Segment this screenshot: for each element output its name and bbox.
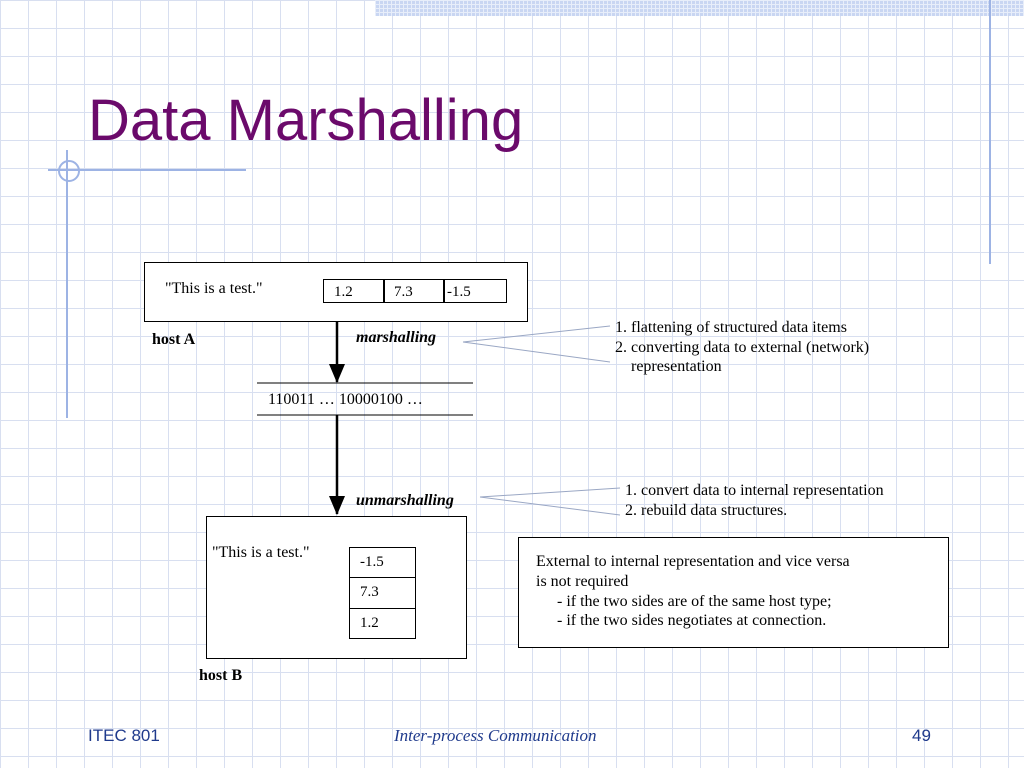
marshalling-note-2: 2. converting data to external (network) (615, 339, 870, 356)
top-decorative-band (375, 0, 1024, 16)
decorative-circle (58, 160, 80, 182)
note-line-2: is not required (536, 573, 629, 590)
host-b-box (206, 516, 467, 659)
host-b-cell-2: 7.3 (349, 577, 416, 609)
marshalling-note-1: 1. flattening of structured data items (615, 319, 847, 336)
host-b-label: host B (199, 667, 243, 684)
unmarshalling-label: unmarshalling (356, 492, 454, 509)
host-a-cell-2: 7.3 (383, 279, 445, 303)
marshalling-label: marshalling (356, 329, 437, 346)
footer-course-code: ITEC 801 (88, 726, 160, 745)
unmarshalling-note-1: 1. convert data to internal representati… (625, 482, 884, 499)
unmarshalling-callout-lower (479, 496, 621, 516)
host-a-box (144, 262, 528, 322)
host-b-cell-1: -1.5 (349, 547, 416, 578)
marshalling-callout-lower (462, 341, 611, 363)
note-line-1: External to internal representation and … (536, 553, 850, 570)
marshalling-arrowhead (329, 364, 345, 383)
representation-note-box (518, 537, 949, 648)
decorative-horizontal-line (48, 169, 246, 171)
host-a-cell-3: -1.5 (443, 279, 507, 303)
unmarshalling-callout-upper (479, 487, 621, 498)
host-a-string: "This is a test." (165, 280, 263, 297)
byte-stream-text: 110011 … 10000100 … (268, 391, 423, 408)
unmarshalling-note-2: 2. rebuild data structures. (625, 502, 788, 519)
marshalling-callout-upper (462, 325, 611, 343)
note-line-3: - if the two sides are of the same host … (557, 593, 832, 610)
slide-title: Data Marshalling (88, 88, 524, 153)
decorative-vertical-line-left (66, 150, 68, 418)
page-number: 49 (912, 726, 931, 745)
footer-topic: Inter-process Communication (394, 726, 597, 745)
marshalling-note-3: representation (631, 358, 722, 375)
decorative-vertical-line-right (989, 0, 991, 264)
host-a-cell-1: 1.2 (323, 279, 385, 303)
note-line-4: - if the two sides negotiates at connect… (557, 612, 827, 629)
host-a-label: host A (152, 331, 196, 348)
host-b-cell-3: 1.2 (349, 608, 416, 639)
unmarshalling-arrowhead (329, 496, 345, 515)
host-b-string: "This is a test." (212, 544, 310, 561)
